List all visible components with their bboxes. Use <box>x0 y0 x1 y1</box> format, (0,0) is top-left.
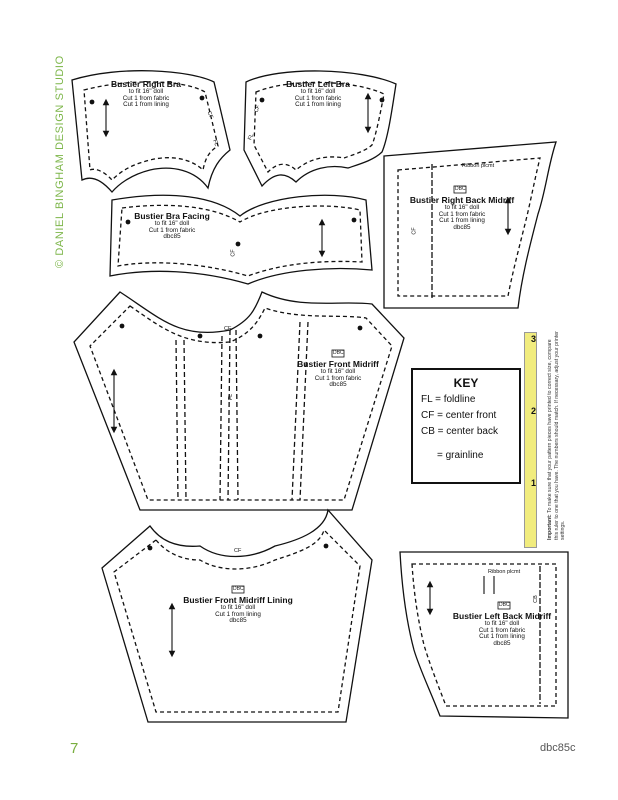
right-back-title: Bustier Right Back Midriff <box>409 195 515 205</box>
mark-cf-right-back: CF <box>411 227 418 235</box>
bra-facing-line2: Cut 1 from fabric <box>148 226 196 234</box>
right-back-line1: to fit 16" doll <box>444 203 480 211</box>
piece-left-back-midriff <box>399 551 569 719</box>
left-back-line4: dbc85 <box>493 639 511 647</box>
studio-credit: © DANIEL BINGHAM DESIGN STUDIO <box>54 55 66 268</box>
piece-right-bra <box>71 70 231 193</box>
label-right-bra: Bustier Right Bra to fit 16" doll Cut 1 … <box>111 80 181 109</box>
left-back-title: Bustier Left Back Midriff <box>452 611 552 621</box>
piece-bra-facing <box>109 194 373 285</box>
logo-icons <box>231 185 511 610</box>
front-midriff-line1: to fit 16" doll <box>320 367 356 375</box>
logo-text-lining: DBC <box>233 586 244 592</box>
key-title: KEY <box>453 376 479 390</box>
key-center-front: CF = center front <box>421 410 497 421</box>
page-number: 7 <box>70 740 79 757</box>
ruler-note: Important: To make sure that your patter… <box>547 330 567 540</box>
key-foldline: FL = foldline <box>421 394 476 405</box>
key-grainline: = grainline <box>437 450 484 461</box>
ruler-mark-2: 2 <box>531 406 537 416</box>
left-back-line1: to fit 16" doll <box>484 619 520 627</box>
mark-cf-lining: CF <box>234 548 242 554</box>
lining-line3: dbc85 <box>229 617 247 625</box>
label-left-back-midriff: Bustier Left Back Midriff to fit 16" dol… <box>453 612 551 647</box>
left-back-line3: Cut 1 from lining <box>479 633 525 641</box>
right-back-line4: dbc85 <box>453 223 471 231</box>
bra-facing-title: Bustier Bra Facing <box>134 211 210 221</box>
ruler-mark-3: 3 <box>531 334 537 344</box>
label-right-back-midriff: Bustier Right Back Midriff to fit 16" do… <box>410 196 514 231</box>
right-bra-line1: to fit 16" doll <box>128 87 164 95</box>
label-left-bra: Bustier Left Bra to fit 16" doll Cut 1 f… <box>286 80 350 109</box>
label-front-midriff: Bustier Front Midriff to fit 16" doll Cu… <box>297 360 379 389</box>
piece-right-back-midriff <box>383 141 557 309</box>
right-bra-line2: Cut 1 from fabric <box>122 94 170 102</box>
right-back-line3: Cut 1 from lining <box>439 217 485 225</box>
ruler-note-bold: Important: <box>547 514 553 540</box>
page-code: dbc85c <box>540 742 576 754</box>
front-midriff-title: Bustier Front Midriff <box>297 359 379 369</box>
left-back-line2: Cut 1 from fabric <box>478 626 526 634</box>
lining-line1: to fit 16" doll <box>220 603 256 611</box>
piece-front-midriff <box>73 291 405 511</box>
left-bra-line2: Cut 1 from fabric <box>294 94 342 102</box>
ribbon-placement-left: Ribbon plcmt <box>488 569 521 575</box>
key-center-back: CB = center back <box>421 426 498 437</box>
front-midriff-line2: Cut 1 from fabric <box>314 374 362 382</box>
label-bra-facing: Bustier Bra Facing to fit 16" doll Cut 1… <box>134 212 210 241</box>
lining-line2: Cut 1 from lining <box>215 610 261 618</box>
lining-title: Bustier Front Midriff Lining <box>183 595 293 605</box>
front-midriff-line3: dbc85 <box>329 381 347 389</box>
left-bra-title: Bustier Left Bra <box>286 79 350 89</box>
ruler-note-text: To make sure that your pattern pieces ha… <box>547 331 566 540</box>
scale-ruler <box>524 332 537 548</box>
label-front-midriff-lining: Bustier Front Midriff Lining to fit 16" … <box>183 596 293 625</box>
ribbon-placement-right: Ribbon plcmt <box>462 163 495 169</box>
mark-cb-left-back: CB <box>532 595 539 603</box>
left-bra-line1: to fit 16" doll <box>300 87 336 95</box>
right-bra-line3: Cut 1 from lining <box>123 101 169 109</box>
pattern-key: KEY FL = foldline CF = center front CB =… <box>411 368 521 484</box>
ruler-mark-1: 1 <box>531 478 537 488</box>
piece-left-bra <box>243 70 397 188</box>
bra-facing-line1: to fit 16" doll <box>154 219 190 227</box>
logo-text-front: DBC <box>333 350 344 356</box>
mark-fl-front: FL <box>228 393 235 401</box>
left-bra-line3: Cut 1 from lining <box>295 101 341 109</box>
mark-cf-facing: CF <box>230 249 237 257</box>
placement-dots <box>89 95 385 551</box>
right-back-line2: Cut 1 from fabric <box>438 210 486 218</box>
logo-text-left-back: DBC <box>499 602 510 608</box>
mark-cf-front: CF <box>224 326 232 332</box>
piece-front-midriff-lining <box>101 508 373 723</box>
right-bra-title: Bustier Right Bra <box>111 79 181 89</box>
logo-text-right-back: DBC <box>455 186 466 192</box>
bra-facing-line3: dbc85 <box>163 233 181 241</box>
